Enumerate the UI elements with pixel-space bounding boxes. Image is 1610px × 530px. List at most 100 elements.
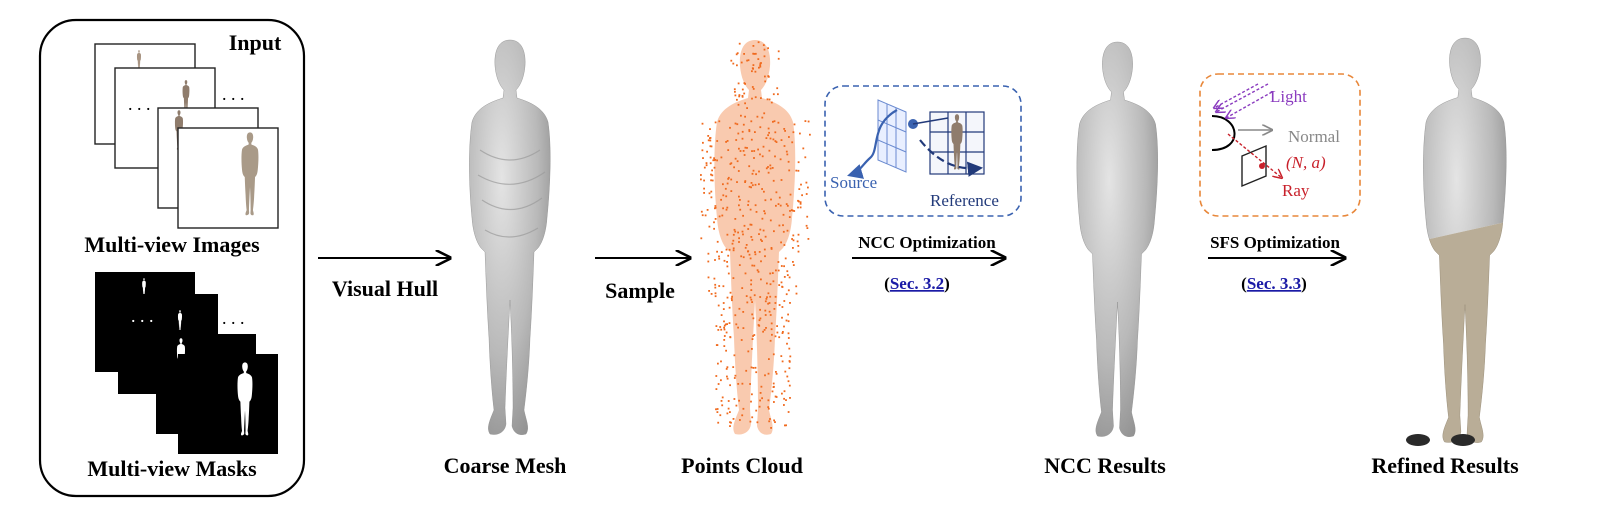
point-cloud-dot xyxy=(752,335,754,337)
point-cloud-dot xyxy=(732,249,735,252)
point-cloud-dot xyxy=(733,398,736,400)
point-cloud-dot xyxy=(770,247,773,249)
point-cloud-dot xyxy=(714,283,717,286)
point-cloud-dot xyxy=(767,302,769,305)
na-label: (N, a) xyxy=(1286,153,1326,172)
point-cloud-dot xyxy=(753,150,756,152)
point-cloud-dot xyxy=(748,165,751,168)
point-cloud-dot xyxy=(747,200,750,203)
point-cloud-dot xyxy=(774,295,777,298)
point-cloud-dot xyxy=(772,353,775,356)
point-cloud-dot xyxy=(788,347,791,350)
point-cloud-dot xyxy=(739,419,741,421)
point-cloud-dot xyxy=(726,366,729,369)
point-cloud-dot xyxy=(774,302,777,304)
point-cloud-dot xyxy=(739,208,742,211)
point-cloud-dot xyxy=(714,121,717,124)
point-cloud-dot xyxy=(751,348,753,350)
point-cloud-dot xyxy=(729,126,731,129)
point-cloud-dot xyxy=(725,331,728,334)
point-cloud-dot xyxy=(783,265,785,268)
point-cloud-dot xyxy=(748,185,751,188)
point-cloud-dot xyxy=(740,114,742,117)
point-cloud-dot xyxy=(727,178,730,180)
point-cloud-dot xyxy=(787,411,790,413)
point-cloud-dot xyxy=(792,264,795,266)
point-cloud-dot xyxy=(780,355,783,357)
sfs-section-link[interactable]: Sec. 3.3 xyxy=(1247,274,1301,293)
point-cloud-dot xyxy=(758,405,761,408)
point-cloud-dot xyxy=(746,107,748,109)
ncc-section-link[interactable]: Sec. 3.2 xyxy=(890,274,944,293)
point-cloud-dot xyxy=(764,235,767,238)
point-cloud-dot xyxy=(784,257,787,260)
point-cloud-dot xyxy=(767,166,769,168)
point-cloud-dot xyxy=(734,218,737,220)
point-cloud-dot xyxy=(777,57,780,60)
point-cloud-dot xyxy=(743,53,745,55)
point-cloud-dot xyxy=(735,404,738,407)
point-cloud-dot xyxy=(757,148,759,151)
point-cloud-dot xyxy=(764,309,767,312)
point-cloud-dot xyxy=(775,371,777,373)
point-cloud-dot xyxy=(725,141,727,143)
point-cloud-dot xyxy=(787,320,790,323)
point-cloud-dot xyxy=(709,137,711,140)
point-cloud-dot xyxy=(767,292,770,295)
point-cloud-dot xyxy=(769,295,772,298)
point-cloud-dot xyxy=(738,95,741,98)
point-cloud-dot xyxy=(757,324,760,326)
point-cloud-dot xyxy=(742,214,744,217)
point-cloud-dot xyxy=(721,214,724,217)
point-cloud-dot xyxy=(730,162,733,165)
point-cloud-dot xyxy=(744,272,747,275)
point-cloud-dot xyxy=(717,304,720,307)
point-cloud-dot xyxy=(782,213,785,216)
point-cloud-dot xyxy=(723,335,726,337)
point-cloud-dot xyxy=(774,395,777,398)
point-cloud-dot xyxy=(759,392,762,394)
point-cloud-dot xyxy=(731,295,733,298)
multi-view-images-label: Multi-view Images xyxy=(84,232,260,257)
point-cloud-dot xyxy=(717,329,720,331)
point-cloud-dot xyxy=(726,377,729,380)
ncc-inset-border xyxy=(824,85,1022,217)
point-cloud-dot xyxy=(757,58,760,60)
point-cloud-dot xyxy=(725,248,728,251)
point-cloud-dot xyxy=(722,194,725,197)
point-cloud-dot xyxy=(787,289,790,292)
point-cloud-dot xyxy=(743,82,746,84)
point-cloud-dot xyxy=(744,180,747,182)
point-cloud-dot xyxy=(799,206,802,209)
point-cloud-dot xyxy=(751,86,754,88)
ncc-optimization-step: NCC Optimization (Sec. 3.2) xyxy=(852,233,1005,293)
point-cloud-dot xyxy=(716,344,719,346)
point-cloud-dot xyxy=(755,371,758,374)
point-cloud-dot xyxy=(751,70,753,73)
masks-ellipsis-2: . . . xyxy=(222,308,245,328)
point-cloud-dot xyxy=(718,255,720,258)
point-cloud-dot xyxy=(788,360,791,363)
point-cloud-dot xyxy=(761,116,764,119)
point-cloud-dot xyxy=(733,228,736,231)
point-cloud-dot xyxy=(744,102,746,105)
point-cloud-dot xyxy=(738,264,741,266)
point-cloud-dot xyxy=(758,319,761,322)
point-cloud-dot xyxy=(797,169,800,172)
point-cloud-dot xyxy=(713,277,716,280)
sfs-section-ref: (Sec. 3.3) xyxy=(1241,274,1307,293)
point-cloud-dot xyxy=(737,231,739,234)
point-cloud-dot xyxy=(787,380,790,383)
point-cloud-dot xyxy=(764,75,766,78)
point-cloud-dot xyxy=(741,137,744,140)
point-cloud-dot xyxy=(783,276,786,278)
point-cloud-dot xyxy=(727,176,730,179)
point-cloud-dot xyxy=(732,62,735,65)
point-cloud-dot xyxy=(751,393,753,396)
ray-label: Ray xyxy=(1282,181,1310,200)
point-cloud-dot xyxy=(750,186,752,189)
point-cloud-dot xyxy=(784,424,786,427)
point-cloud-dot xyxy=(723,339,726,341)
point-cloud-dot xyxy=(750,182,753,184)
